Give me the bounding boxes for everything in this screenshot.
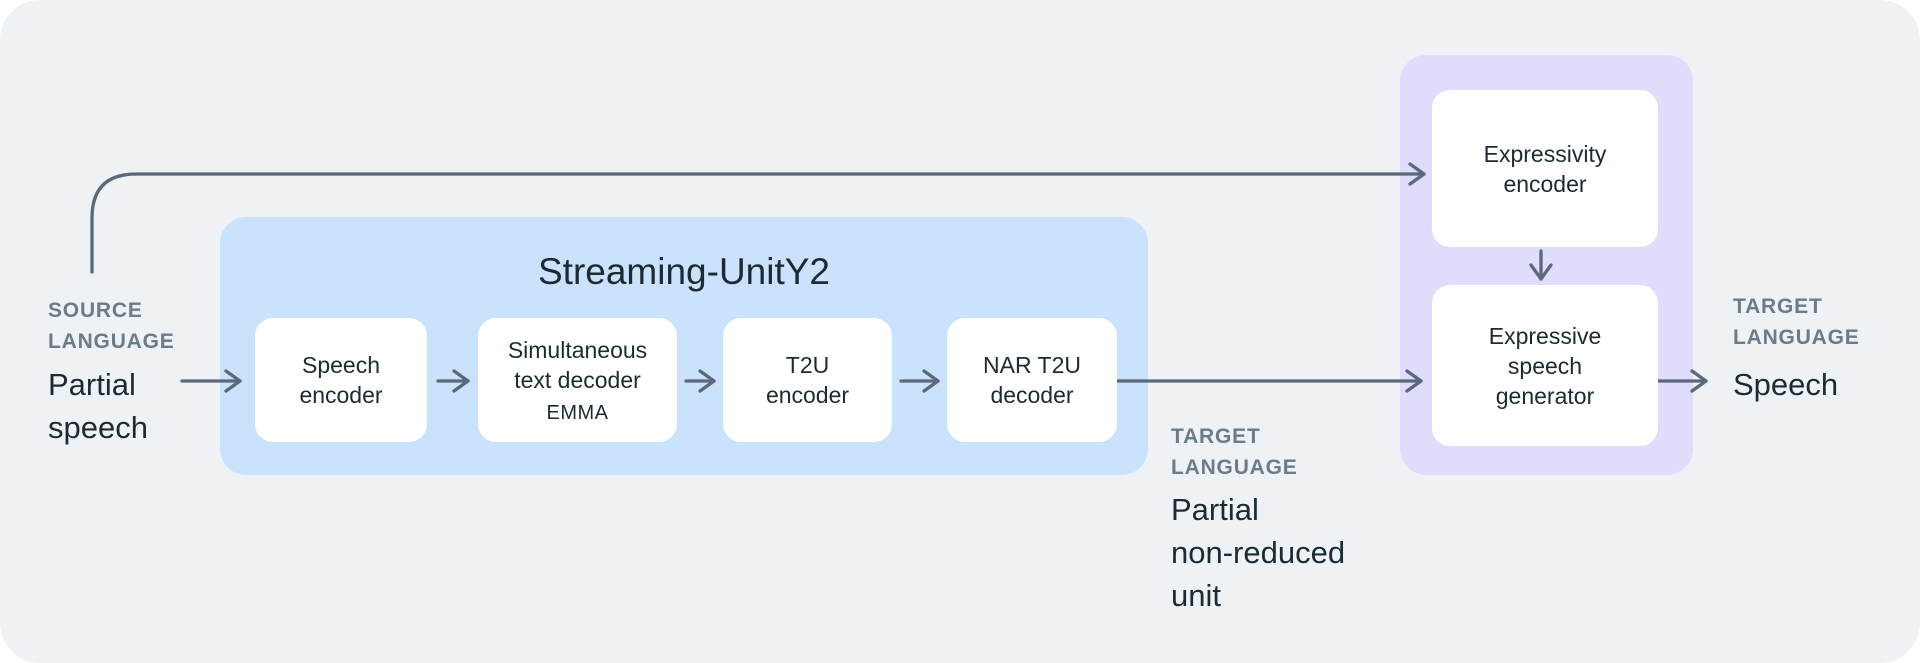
expressive-speech-generator-label-line2: speech [1507, 352, 1583, 379]
source-language-label-line2: LANGUAGE [48, 330, 175, 353]
nar-t2u-decoder-label-line1: NAR T2U [983, 352, 1081, 378]
nar-t2u-decoder-box: NAR T2U decoder [947, 318, 1117, 442]
source-language-label: SOURCE LANGUAGE [48, 295, 175, 357]
expressive-speech-generator-label-line3: generator [1495, 382, 1595, 409]
simultaneous-text-decoder-label-line2: text decoder [514, 366, 641, 393]
speech-encoder-label-line2: encoder [299, 382, 383, 408]
source-language-label-line1: SOURCE [48, 299, 143, 322]
speech-encoder-box: Speech encoder [255, 318, 427, 442]
streaming-unity2-title: Streaming-UnitY2 [537, 251, 830, 292]
expressive-speech-generator-box: Expressive speech generator [1432, 285, 1658, 446]
expressivity-encoder-label-line1: Expressivity [1483, 140, 1607, 167]
simultaneous-text-decoder-box: Simultaneous text decoder EMMA [478, 318, 677, 442]
source-input-line2: speech [48, 410, 148, 445]
t2u-encoder-label-line1: T2U [785, 352, 830, 378]
final-target-label-line1: TARGET [1733, 295, 1823, 318]
intermediate-target-label-line1: TARGET [1171, 425, 1261, 448]
final-output-speech: Speech [1733, 367, 1839, 402]
intermediate-target-label-line2: LANGUAGE [1171, 456, 1298, 479]
intermediate-output-text: Partial non-reduced unit [1171, 488, 1345, 617]
source-input-text: Partial speech [48, 363, 148, 449]
simultaneous-text-decoder-label-line1: Simultaneous [507, 336, 648, 363]
emma-sublabel: EMMA [546, 401, 609, 424]
nar-t2u-decoder-label-line2: decoder [990, 382, 1074, 408]
expressivity-encoder-box: Expressivity encoder [1432, 90, 1658, 247]
intermediate-output-line1: Partial [1171, 492, 1259, 527]
intermediate-output-line2: non-reduced [1171, 535, 1346, 570]
intermediate-output-line3: unit [1171, 578, 1221, 613]
intermediate-target-language-label: TARGET LANGUAGE [1171, 421, 1298, 483]
final-target-label-line2: LANGUAGE [1733, 326, 1860, 349]
final-output-text: Speech [1733, 363, 1838, 406]
final-target-language-label: TARGET LANGUAGE [1733, 291, 1860, 353]
source-input-line1: Partial [48, 367, 136, 402]
expressive-speech-generator-label-line1: Expressive [1488, 322, 1602, 349]
t2u-encoder-label-line2: encoder [765, 382, 850, 408]
speech-encoder-label-line1: Speech [301, 352, 380, 378]
t2u-encoder-box: T2U encoder [723, 318, 892, 442]
expressivity-encoder-label-line2: encoder [1503, 170, 1587, 197]
